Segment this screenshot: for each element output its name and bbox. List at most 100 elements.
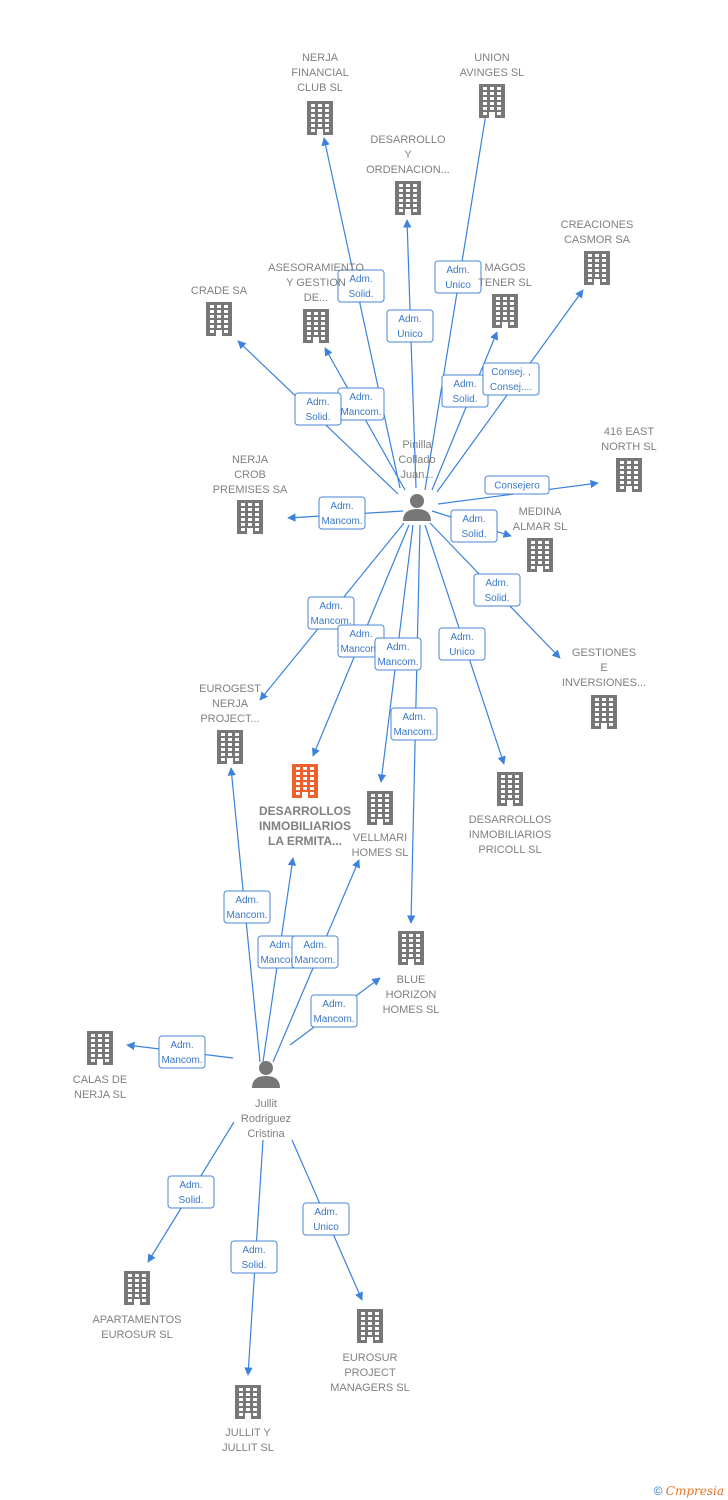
edge-label-text: Mancom. <box>393 727 434 738</box>
edge-label-box <box>310 994 358 1028</box>
node-label-line: TENER SL <box>478 277 532 289</box>
edge-label-jullit-eurosur_pm[interactable]: Adm.Unico <box>302 1202 350 1236</box>
edge-label-text: Unico <box>313 1222 339 1233</box>
edge-label-pinilla-nerja_crob[interactable]: Adm. Mancom. <box>318 496 366 530</box>
building-icon <box>616 458 642 492</box>
edge-label-jullit-apartamentos[interactable]: Adm. Solid. <box>167 1175 215 1209</box>
person-icon <box>252 1061 280 1088</box>
edge-label-pinilla-union_avinges[interactable]: Adm.Unico <box>434 260 482 294</box>
edge-label-box <box>158 1035 206 1069</box>
node-label-line: CLUB SL <box>297 82 343 94</box>
edge-label-pinilla-vellmari[interactable]: Adm.Mancom. <box>374 637 422 671</box>
edge-label-pinilla-asesoramiento[interactable]: Adm.Mancom. <box>337 387 385 421</box>
node-label-line: NORTH SL <box>601 441 656 453</box>
edge-label-pinilla-crade[interactable]: Adm.Solid. <box>294 392 342 426</box>
node-label-line: Y GESTION <box>286 277 346 289</box>
building-icon <box>292 764 318 798</box>
node-label-line: CASMOR SA <box>564 234 631 246</box>
company-node-crade[interactable]: CRADE SA <box>191 285 248 336</box>
edge-label-jullit-jullit_sl[interactable]: Adm. Solid. <box>230 1240 278 1274</box>
edge-label-text: Mancom. <box>226 910 267 921</box>
node-label-line: APARTAMENTOS <box>92 1314 181 1326</box>
node-label-line: EUROSUR SL <box>101 1329 173 1341</box>
edge-label-text: Adm. <box>349 629 372 640</box>
edge-label-pinilla-desarrollo_ord[interactable]: Adm.Unico <box>386 309 434 343</box>
edge-label-box <box>167 1175 215 1209</box>
edge-label-text: Consejero <box>494 481 540 492</box>
company-node-desarrollo_ord[interactable]: DESARROLLOYORDENACION... <box>366 134 450 215</box>
node-label-line: Cristina <box>247 1128 285 1140</box>
edge-label-jullit-eurogest[interactable]: Adm.Mancom. <box>223 890 271 924</box>
building-icon <box>303 309 329 343</box>
edge-label-pinilla-magos[interactable]: Adm.Solid. <box>441 374 489 408</box>
copyright-symbol: © <box>653 1484 663 1498</box>
edge-label-pinilla-east416[interactable]: Consejero <box>484 475 550 495</box>
company-node-eurogest[interactable]: EUROGESTNERJAPROJECT... <box>199 683 261 764</box>
edge-label-text: Adm. <box>402 712 425 723</box>
edge-label-jullit-blue_horizon[interactable]: Adm.Mancom. <box>310 994 358 1028</box>
edge-label-text: Mancom. <box>377 657 418 668</box>
edge-label-pinilla-eurogest[interactable]: Adm.Mancom. <box>307 596 355 630</box>
edge-label-box <box>386 309 434 343</box>
company-node-apartamentos[interactable]: APARTAMENTOS EUROSUR SL <box>92 1271 182 1341</box>
node-label-line: JULLIT Y <box>225 1427 271 1439</box>
edge-label-text: Adm. <box>242 1245 265 1256</box>
edge-label-pinilla-creaciones[interactable]: Consej. ,Consej.... <box>482 362 540 396</box>
edge-label-text: Unico <box>397 329 423 340</box>
edge-label-text: Adm. <box>330 501 353 512</box>
edge-label-pinilla-medina[interactable]: Adm.Solid. <box>450 509 498 543</box>
edge-label-text: Mancom. <box>313 1014 354 1025</box>
edge-label-text: Unico <box>445 280 471 291</box>
edge-label-box <box>230 1240 278 1274</box>
edge-label-text: Adm. <box>349 274 372 285</box>
node-label-line: BLUE <box>397 974 426 986</box>
edge-label-text: Solid. <box>452 394 477 405</box>
node-label-line: 416 EAST <box>604 426 654 438</box>
edge-label-text: Solid. <box>484 593 509 604</box>
edge-label-text: Adm. <box>179 1180 202 1191</box>
edge-label-text: Adm. <box>462 514 485 525</box>
building-icon <box>237 500 263 534</box>
building-icon <box>492 294 518 328</box>
node-label-line: DESARROLLOS <box>259 804 351 818</box>
footer-brand[interactable]: © Cmpresia <box>654 1484 724 1498</box>
edge-label-box <box>307 596 355 630</box>
edge-label-text: Solid. <box>241 1260 266 1271</box>
edge-label-box <box>318 496 366 530</box>
building-icon <box>235 1385 261 1419</box>
edge-label-pinilla-nerja_financial[interactable]: Adm.Solid. <box>337 269 385 303</box>
edge-label-jullit-calas[interactable]: Adm.Mancom. <box>158 1035 206 1069</box>
edge-label-pinilla-ermita[interactable]: Adm.Mancom. <box>337 624 385 658</box>
edge-label-text: Adm. <box>485 578 508 589</box>
edge-label-jullit-vellmari[interactable]: Adm.Mancom. <box>291 935 339 969</box>
company-node-gestiones[interactable]: GESTIONESEINVERSIONES... <box>562 647 646 729</box>
edge-label-pinilla-pricoll[interactable]: Adm.Unico <box>438 627 486 661</box>
edge-label-text: Adm. <box>269 940 292 951</box>
edge-label-pinilla-blue_horizon[interactable]: Adm. Mancom. <box>390 707 438 741</box>
node-label-line: VELLMARI <box>353 832 407 844</box>
edge-label-pinilla-gestiones[interactable]: Adm. Solid. <box>473 573 521 607</box>
edge-label-text: Solid. <box>178 1195 203 1206</box>
building-icon <box>527 538 553 572</box>
person-node-pinilla[interactable]: PinillaColladoJuan... <box>398 439 436 521</box>
node-label-line: MEDINA <box>519 506 562 518</box>
building-icon <box>367 791 393 825</box>
node-label-line: Collado <box>398 454 435 466</box>
company-node-east416[interactable]: 416 EAST NORTH SL <box>601 426 657 492</box>
edge-label-text: Mancom. <box>321 516 362 527</box>
